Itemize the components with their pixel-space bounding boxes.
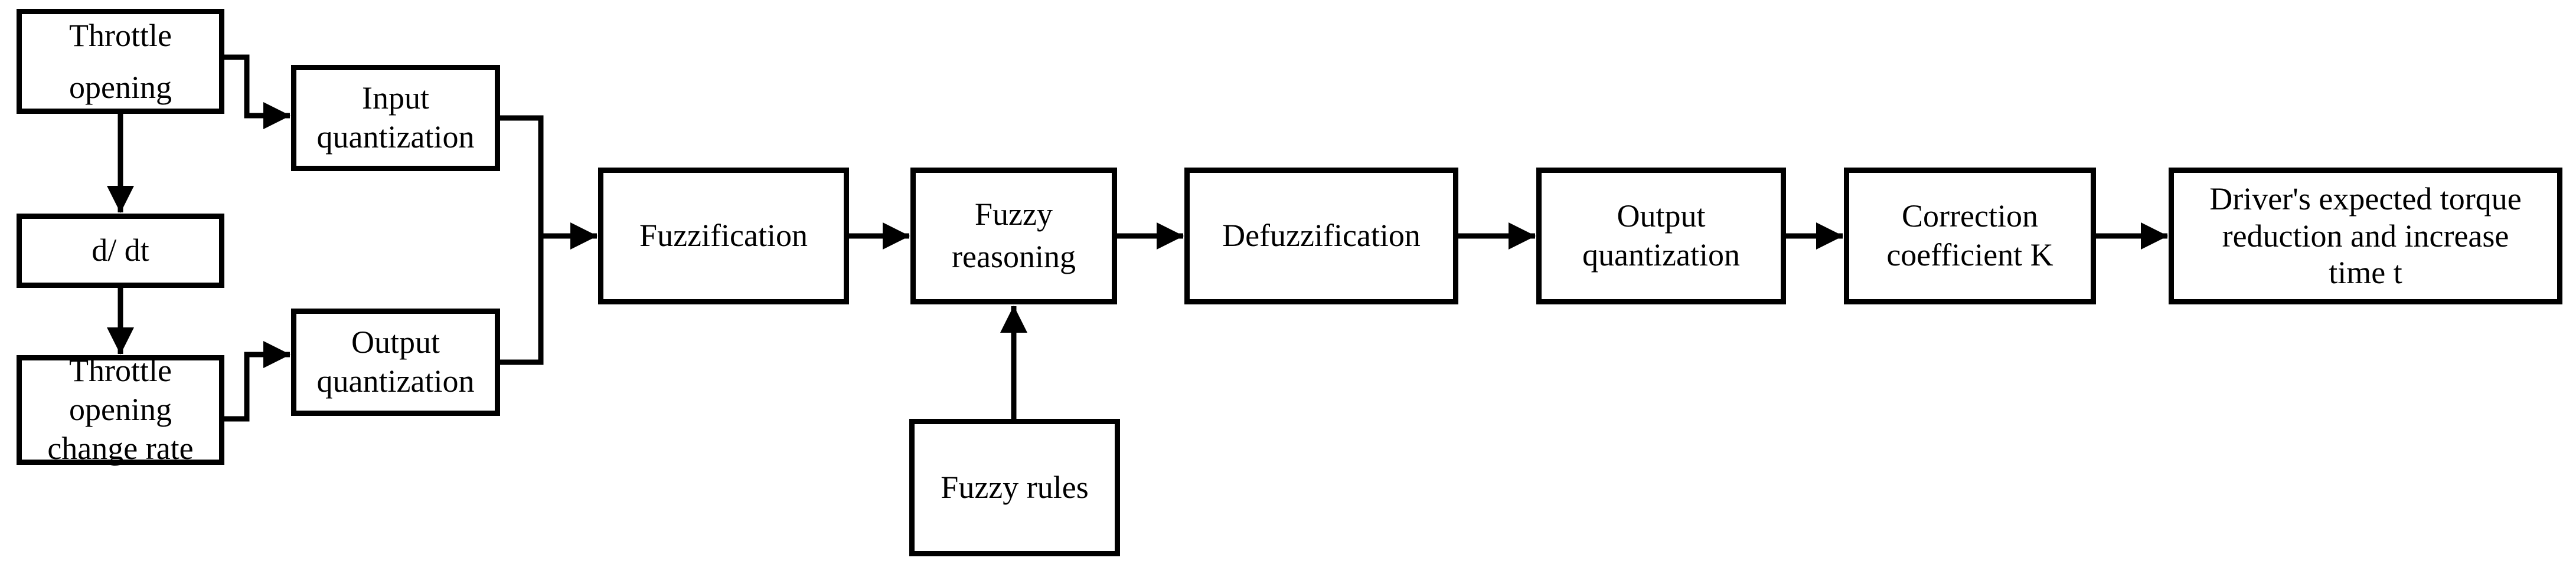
edge-throttle-opening-change-rate-to-output-quantization-input: [224, 341, 290, 422]
edge-quantization-merge-bracket: [500, 115, 544, 365]
node-correction-coefficient: Correction coefficient K: [1844, 168, 2096, 304]
node-input-quantization: Input quantization: [291, 65, 500, 171]
node-throttle-opening: Throttle opening: [17, 9, 224, 114]
edge-throttle-opening-to-input-quantization: [224, 54, 290, 129]
node-drivers-expected-torque: Driver's expected torque reduction and i…: [2169, 168, 2562, 304]
node-d-dt: d/ dt: [17, 214, 224, 288]
node-defuzzification: Defuzzification: [1184, 168, 1458, 304]
node-fuzzy-reasoning: Fuzzy reasoning: [910, 168, 1117, 304]
node-fuzzification: Fuzzification: [598, 168, 849, 304]
node-output-quantization-input: Output quantization: [291, 309, 500, 416]
node-output-quantization: Output quantization: [1536, 168, 1786, 304]
node-throttle-opening-change-rate: Throttle opening change rate: [17, 353, 224, 466]
node-fuzzy-rules: Fuzzy rules: [909, 419, 1120, 556]
